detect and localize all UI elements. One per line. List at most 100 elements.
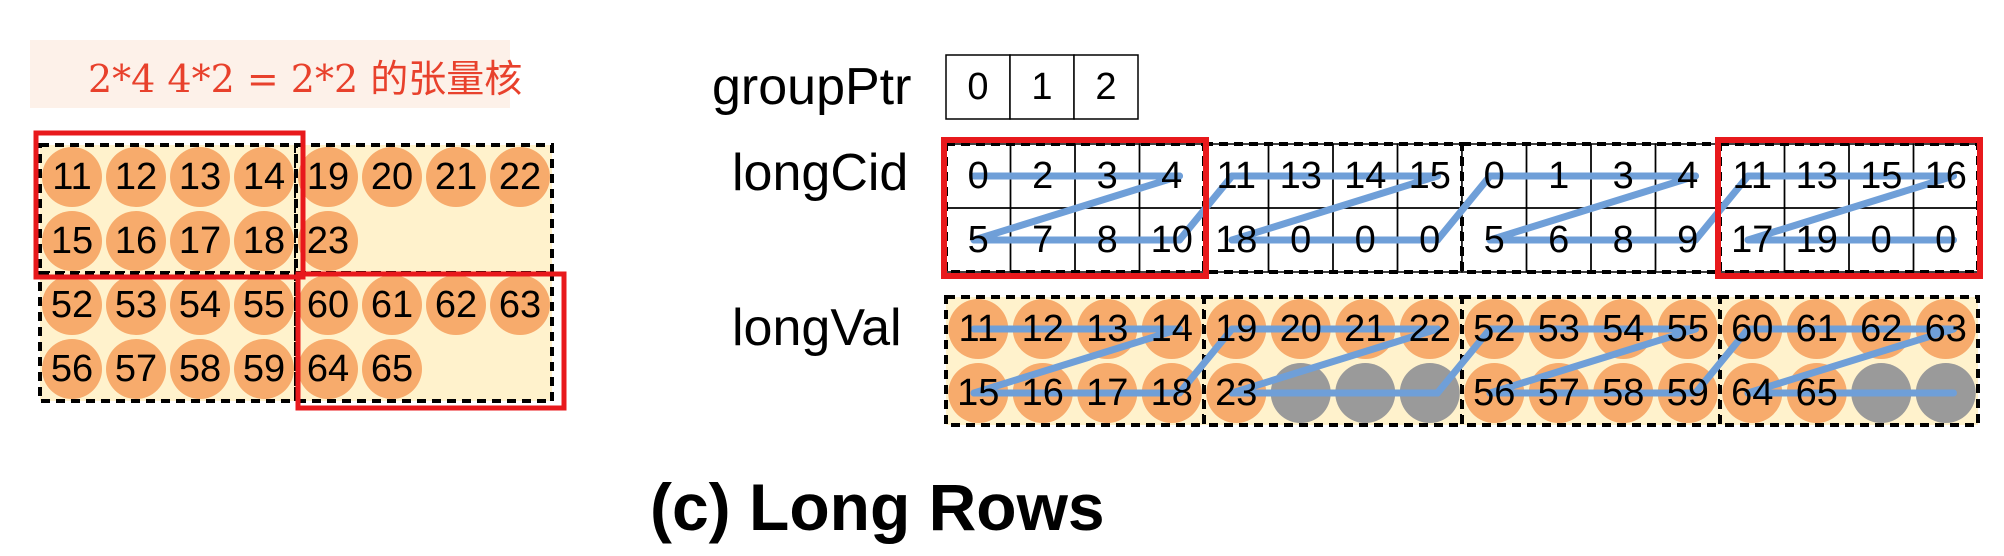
- longval-value: 20: [1280, 308, 1322, 350]
- longcid-value: 0: [1419, 219, 1440, 261]
- longval-value: 23: [1215, 372, 1257, 414]
- matrix-element: [170, 211, 230, 271]
- matrix-element: [298, 147, 358, 207]
- matrix-element: [106, 147, 166, 207]
- longval-value: 55: [1667, 308, 1709, 350]
- longcid-value: 19: [1796, 219, 1838, 261]
- longcid-value: 2: [1032, 155, 1053, 197]
- longcid-value: 13: [1280, 155, 1322, 197]
- matrix-element: [234, 275, 294, 335]
- longcid-value: 5: [968, 219, 989, 261]
- longval-value: 13: [1086, 308, 1128, 350]
- longval-value: 64: [1731, 372, 1773, 414]
- longcid-value: 3: [1613, 155, 1634, 197]
- order-path: [1486, 172, 1699, 244]
- matrix-element-value: 11: [52, 156, 91, 198]
- matrix-element-value: 58: [179, 348, 221, 390]
- groupptr-value: 2: [1095, 66, 1116, 108]
- order-path: [1692, 172, 1752, 244]
- longval-value: 54: [1602, 308, 1644, 350]
- longval-value: 56: [1473, 372, 1515, 414]
- longval-value: 52: [1473, 308, 1515, 350]
- caption: (c) Long Rows: [650, 470, 1105, 544]
- header-background: [30, 40, 510, 108]
- longval-value: 59: [1667, 372, 1709, 414]
- matrix-element: [490, 275, 550, 335]
- longcid-value: 6: [1548, 219, 1569, 261]
- longcid-value: 0: [1484, 155, 1505, 197]
- matrix-element-value: 64: [307, 348, 349, 390]
- matrix-element: [298, 339, 358, 399]
- matrix-element-value: 65: [371, 348, 413, 390]
- longcid-value: 10: [1151, 219, 1193, 261]
- order-path: [1744, 325, 1957, 397]
- highlight-box: [33, 130, 306, 280]
- matrix-element-value: 17: [179, 220, 221, 262]
- longcid-value: 0: [968, 155, 989, 197]
- longcid-value: 0: [1290, 219, 1311, 261]
- longval-value: 53: [1538, 308, 1580, 350]
- longval-value: 22: [1409, 308, 1451, 350]
- longval-value: 58: [1602, 372, 1644, 414]
- matrix-element: [426, 275, 486, 335]
- matrix-element-value: 61: [371, 284, 413, 326]
- order-path: [1434, 325, 1494, 397]
- matrix-element: [234, 147, 294, 207]
- matrix-element: [490, 147, 550, 207]
- groupptr-label: groupPtr: [712, 58, 911, 116]
- longcid-value: 8: [1613, 219, 1634, 261]
- order-path: [970, 172, 1183, 244]
- longval-value: 21: [1344, 308, 1386, 350]
- longcid-value: 18: [1215, 219, 1257, 261]
- groupptr-cell: [1073, 54, 1139, 120]
- longcid-value: 4: [1677, 155, 1698, 197]
- matrix-element: [106, 211, 166, 271]
- order-path: [1228, 172, 1441, 244]
- longval-value: 62: [1860, 308, 1902, 350]
- order-path: [1176, 325, 1236, 397]
- matrix-element: [170, 147, 230, 207]
- matrix-element-value: 56: [51, 348, 93, 390]
- highlight-box: [295, 271, 567, 411]
- matrix-element: [106, 275, 166, 335]
- order-path: [1228, 325, 1441, 397]
- matrix-element: [170, 339, 230, 399]
- matrix-element-value: 13: [179, 156, 221, 198]
- matrix-element: [362, 275, 422, 335]
- longcid-value: 16: [1925, 155, 1967, 197]
- matrix-element-value: 16: [115, 220, 157, 262]
- order-path: [1434, 172, 1494, 244]
- longcid-value: 7: [1032, 219, 1053, 261]
- matrix-element-value: 52: [51, 284, 93, 326]
- matrix-element-value: 19: [307, 156, 349, 198]
- longval-value: 61: [1796, 308, 1838, 350]
- matrix-element-value: 22: [499, 156, 541, 198]
- matrix-element-value: 20: [371, 156, 413, 198]
- matrix-element: [298, 211, 358, 271]
- matrix-element: [170, 275, 230, 335]
- longcid-value: 0: [1871, 219, 1892, 261]
- order-path: [1692, 325, 1752, 397]
- longval-value: 12: [1022, 308, 1064, 350]
- matrix-element-value: 59: [243, 348, 285, 390]
- matrix-element-value: 21: [435, 156, 477, 198]
- matrix-element-value: 14: [243, 156, 285, 198]
- order-path: [1744, 172, 1957, 244]
- longcid-value: 11: [1217, 155, 1256, 197]
- longval-value: 60: [1731, 308, 1773, 350]
- matrix-element-value: 57: [115, 348, 157, 390]
- longcid-value: 13: [1796, 155, 1838, 197]
- longcid-value: 14: [1344, 155, 1386, 197]
- matrix-element: [362, 147, 422, 207]
- longval-value: 19: [1215, 308, 1257, 350]
- longcid-value: 5: [1484, 219, 1505, 261]
- matrix-element: [362, 339, 422, 399]
- groupptr-value: 0: [967, 66, 988, 108]
- longcid-value: 11: [1733, 155, 1772, 197]
- longcid-value: 4: [1161, 155, 1182, 197]
